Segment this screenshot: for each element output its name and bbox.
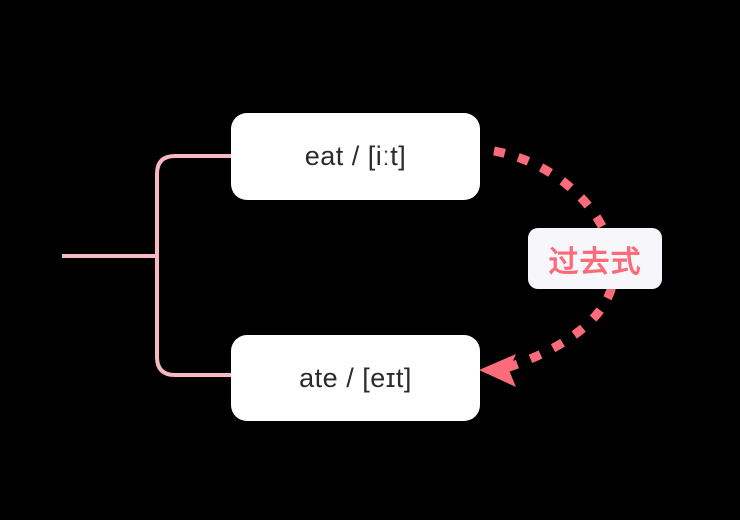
arrow-left-triangle-icon xyxy=(479,354,516,387)
word-card-present[interactable]: eat / [iːt] xyxy=(231,113,480,200)
connector-branch-lower xyxy=(155,256,233,377)
connector-branch-upper xyxy=(155,154,233,256)
word-card-present-label: eat / [iːt] xyxy=(304,141,407,171)
relation-chip-past-tense[interactable]: 过去式 xyxy=(528,228,662,289)
word-card-past-label: ate / [eɪt] xyxy=(299,362,412,393)
branch-connector xyxy=(62,154,233,377)
relation-chip-label: 过去式 xyxy=(548,245,642,279)
word-card-past[interactable]: ate / [eɪt] xyxy=(231,335,480,421)
